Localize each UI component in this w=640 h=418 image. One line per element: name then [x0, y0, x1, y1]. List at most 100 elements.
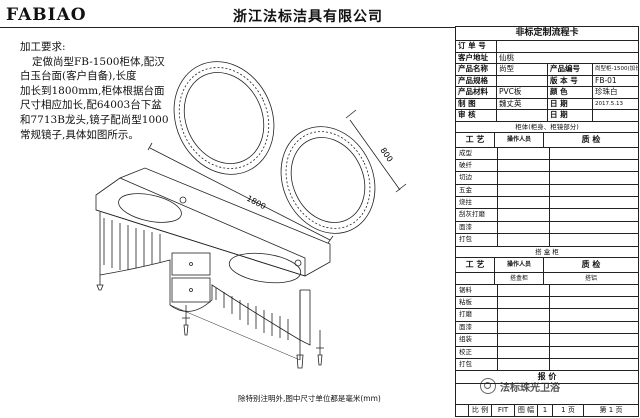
- sink-right: [228, 252, 302, 284]
- process-step-operator: [498, 159, 550, 172]
- color-label: 颜 色: [548, 87, 593, 98]
- review-label: 审 核: [456, 110, 497, 121]
- process-step-row: 打磨: [456, 309, 638, 322]
- process-step-row: 破纤: [456, 159, 638, 173]
- process-step-name: 打包: [456, 358, 498, 371]
- leg: [316, 330, 324, 366]
- process-step-name: 五金: [456, 184, 498, 197]
- form-title: 非标定制流程卡: [456, 27, 638, 41]
- process-step-operator: [498, 284, 550, 297]
- process-step-operator: [498, 309, 550, 321]
- version-label: 版 本 号: [548, 75, 593, 86]
- requirements-block: 加工要求: 定做尚型FB-1500柜体,配汉 白玉台面(客户自备),长度 加长到…: [20, 40, 180, 142]
- review-date-label: 日 期: [548, 110, 593, 121]
- spec-value: [497, 75, 548, 86]
- section2-steps: 锯料粘板打磨面漆组装校正打包: [456, 284, 638, 372]
- col-process: 工 艺: [456, 257, 495, 272]
- cabinet-body: [99, 212, 301, 341]
- requirements-line: 白玉台面(客户自备),长度: [20, 70, 137, 83]
- customer-label: 客户地址: [456, 52, 497, 63]
- scale-value: FIT: [492, 405, 515, 416]
- maker-row: 制 图 魏丈英 日 期 2017.5.13: [456, 98, 638, 110]
- page-number: 第 1 页: [599, 406, 623, 414]
- process-step-operator: [498, 209, 550, 221]
- section1-title: 柜体(柜身、柜镜部分): [456, 122, 638, 133]
- requirements-line: 定做尚型FB-1500柜体,配汉: [32, 55, 165, 68]
- material-label: 产品材料: [456, 87, 497, 98]
- process-step-qc: [550, 234, 638, 245]
- product-row: 产品名称 尚型 产品编号 尚型柜-1500(加长): [456, 64, 638, 76]
- leg: [96, 275, 104, 291]
- process-step-row: 打包: [456, 234, 638, 247]
- process-step-qc: [550, 185, 638, 196]
- length-dimension: 1800: [245, 194, 267, 212]
- maker-value: 魏丈英: [497, 98, 548, 109]
- process-step-name: 打包: [456, 234, 498, 246]
- mirror-left: [173, 61, 275, 175]
- process-step-operator: [498, 221, 550, 234]
- process-step-row: 切边: [456, 172, 638, 185]
- process-step-name: 刮灰打磨: [456, 209, 498, 221]
- process-step-row: 校正: [456, 346, 638, 359]
- process-step-qc: [550, 172, 638, 183]
- process-step-row: 面漆: [456, 321, 638, 335]
- material-row: 产品材料 PVC板 颜 色 珍珠白: [456, 87, 638, 99]
- process-step-name: 破纤: [456, 159, 498, 172]
- company-name: 浙江法标洁具有限公司: [233, 9, 383, 25]
- drawer-bottom: [171, 277, 211, 303]
- process-step-qc: [550, 334, 638, 345]
- sink-left: [118, 193, 182, 223]
- process-step-name: 锯料: [456, 284, 498, 297]
- length-dim-line: [149, 147, 331, 241]
- sheet-label: 图 幅: [515, 405, 538, 416]
- process-step-operator: [498, 184, 550, 197]
- order-no-value: [497, 41, 638, 52]
- product-no-label: 产品编号: [548, 64, 593, 75]
- process-step-qc: [550, 209, 638, 220]
- process-step-row: 粘板: [456, 297, 638, 310]
- process-step-operator: [498, 321, 550, 334]
- process-step-name: 烧拄: [456, 197, 498, 209]
- unit-footnote: 除特别注明外,图中尺寸单位都是毫米(mm): [238, 394, 381, 403]
- process-step-qc: [550, 160, 638, 171]
- wechat-logo-icon: [480, 378, 496, 394]
- product-name-label: 产品名称: [456, 64, 497, 75]
- process-step-name: 切边: [456, 172, 498, 184]
- process-step-operator: [498, 172, 550, 184]
- process-step-qc: [550, 148, 638, 159]
- process-step-operator: [498, 234, 550, 246]
- process-step-operator: [498, 297, 550, 309]
- col-quality: 质 检: [581, 134, 601, 144]
- process-step-qc: [550, 197, 638, 208]
- process-step-qc: [550, 309, 638, 320]
- section2-title: 搭 盒 柜: [456, 247, 638, 258]
- requirements-line: 和7713B龙头,镜子配尚型1000: [20, 113, 169, 126]
- requirements-line: 加长到1800mm,柜体根据台面: [20, 84, 165, 97]
- review-row: 审 核 日 期: [456, 110, 638, 122]
- product-name-value: 尚型: [497, 64, 548, 75]
- pages-value: 1 页: [553, 405, 584, 416]
- process-step-qc: [550, 285, 638, 296]
- spec-label: 产品规格: [456, 75, 497, 86]
- review-value: [497, 110, 548, 121]
- version-value: FB-01: [595, 75, 617, 85]
- form-footer: 比 例 FIT 图 幅 1 1 页 第 1 页: [456, 404, 638, 416]
- vanity-drawing: 1800 800: [95, 61, 407, 369]
- col-person: 操作人员: [495, 132, 544, 147]
- col-quality: 质 检: [581, 259, 601, 269]
- col-person3: 搭铝: [584, 274, 597, 282]
- process-step-row: 组装: [456, 334, 638, 347]
- process-step-qc: [550, 347, 638, 358]
- spec-row: 产品规格 版 本 号 FB-01: [456, 75, 638, 87]
- requirements-line: 尺寸相应加长,配64003台下盆: [20, 99, 162, 112]
- mirror-dimension: 800: [378, 146, 394, 164]
- process-step-operator: [498, 334, 550, 346]
- mirror-right: [280, 126, 376, 234]
- process-step-operator: [498, 147, 550, 159]
- section1-columns: 工 艺 操作人员 质 检: [456, 132, 638, 148]
- date-value: 2017.5.13: [595, 100, 623, 107]
- scale-label: 比 例: [469, 405, 492, 416]
- process-step-name: 粘板: [456, 297, 498, 309]
- process-step-qc: [550, 297, 638, 308]
